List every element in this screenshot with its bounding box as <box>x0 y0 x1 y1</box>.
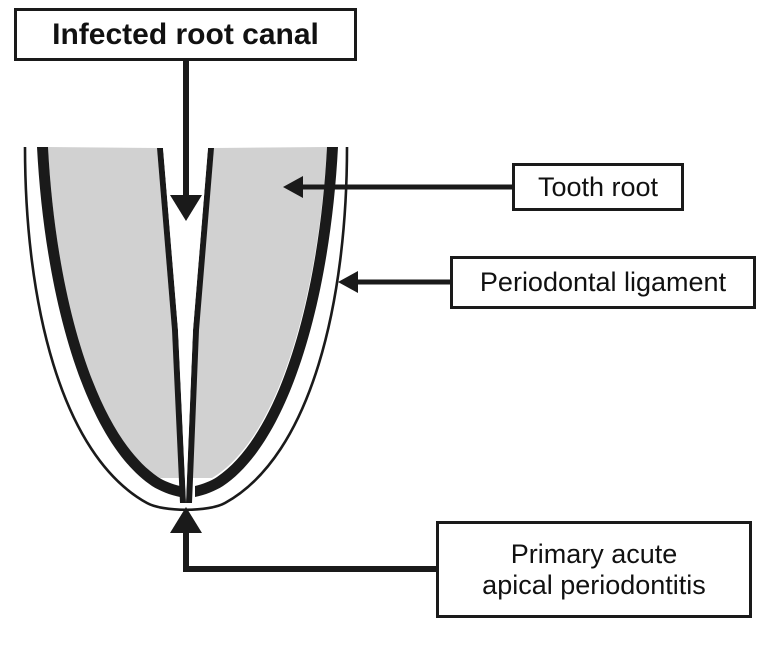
connector-tooth-root <box>283 176 512 198</box>
tooth-root-dentin-left <box>48 147 180 478</box>
tooth-root-surface-right <box>195 147 338 497</box>
arrow-left-icon <box>283 176 303 198</box>
label-primary-acute-apical-periodontitis-text: Primary acute apical periodontitis <box>482 539 706 600</box>
root-canal-wall-left <box>157 148 186 503</box>
connector-line <box>183 527 436 572</box>
connector-apical-periodontitis <box>170 507 436 572</box>
label-periodontal-ligament-text: Periodontal ligament <box>479 267 727 298</box>
label-periodontal-ligament: Periodontal ligament <box>450 256 756 309</box>
root-canal-wall-right <box>186 148 214 503</box>
tooth-root-surface-left <box>37 147 180 497</box>
label-tooth-root-text: Tooth root <box>537 171 659 202</box>
root-canal-lumen <box>163 148 208 500</box>
label-infected-root-canal-text: Infected root canal <box>52 17 319 51</box>
connector-infected-root-canal <box>170 61 202 221</box>
arrow-up-icon <box>170 507 202 533</box>
label-infected-root-canal: Infected root canal <box>14 8 357 61</box>
arrow-down-icon <box>170 195 202 221</box>
label-tooth-root: Tooth root <box>512 163 684 211</box>
label-primary-acute-apical-periodontitis: Primary acute apical periodontitis <box>436 521 752 618</box>
connector-periodontal-ligament <box>338 271 450 293</box>
arrow-left-icon <box>338 271 358 293</box>
tooth-root-dentin-right <box>191 147 327 478</box>
